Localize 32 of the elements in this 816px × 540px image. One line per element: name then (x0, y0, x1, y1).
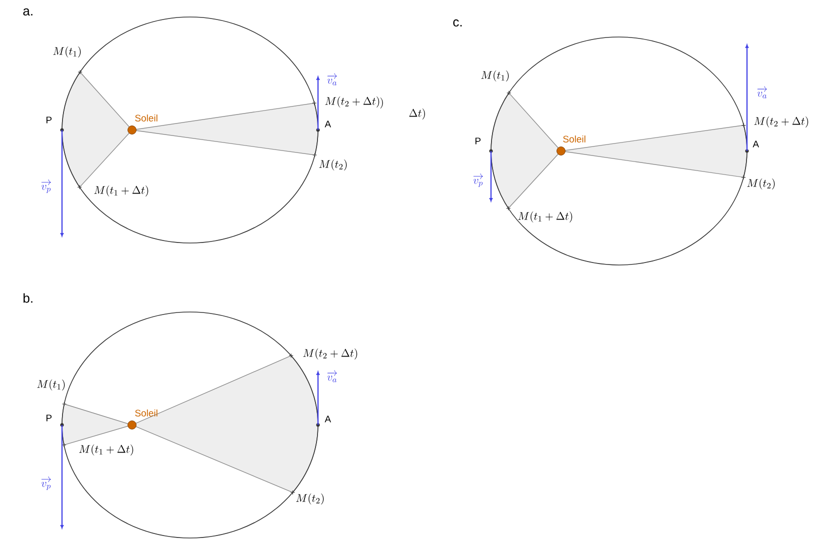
point-label: $M(t_2+\Delta t)$ (325, 96, 380, 108)
vector-label: $\overrightarrow{v_a}$ (757, 86, 768, 98)
point-label: $M(t_2)$ (319, 160, 347, 170)
sun-label: Soleil (135, 410, 158, 416)
point-label: $M(t_1+\Delta t)$ (79, 444, 134, 456)
vector-label: $\overrightarrow{v_p}$ (473, 173, 484, 187)
formula-fragment: $\Delta t)$ (409, 108, 425, 120)
vector-label: $\overrightarrow{v_p}$ (41, 476, 52, 490)
point-label: $M(t_1+\Delta t)$ (94, 186, 148, 196)
panel-label: c. (453, 19, 462, 27)
sun-label: Soleil (563, 136, 586, 142)
point-label: P (476, 138, 481, 144)
point-label: $M(t_2+\Delta t)$ (754, 116, 808, 128)
vector-label: $\overrightarrow{v_a}$ (327, 370, 338, 382)
point-label: A (752, 140, 760, 148)
vector-label: $\overrightarrow{v_p}$ (41, 179, 52, 193)
point-label: $M(t_2)$ (747, 178, 775, 190)
point-label: $M(t_1)$ (53, 46, 81, 58)
sun-label: Soleil (135, 114, 158, 122)
point-label: $M(t_1+\Delta t)$ (518, 212, 572, 222)
point-label: $M(t_1)$ (481, 70, 509, 82)
vector-label: $\overrightarrow{v_a}$ (327, 73, 338, 86)
point-label: P (46, 116, 52, 124)
panel-label: a. (23, 8, 32, 16)
formula-fragment: $)$ (380, 98, 383, 108)
point-label: $M(t_1)$ (37, 380, 65, 390)
point-label: $M(t_2)$ (296, 494, 324, 504)
point-label: $M(t_2+\Delta t)$ (303, 348, 358, 360)
point-label: P (46, 414, 52, 422)
panel-label: b. (24, 293, 32, 303)
point-label: A (324, 416, 332, 422)
point-label: A (324, 120, 332, 128)
